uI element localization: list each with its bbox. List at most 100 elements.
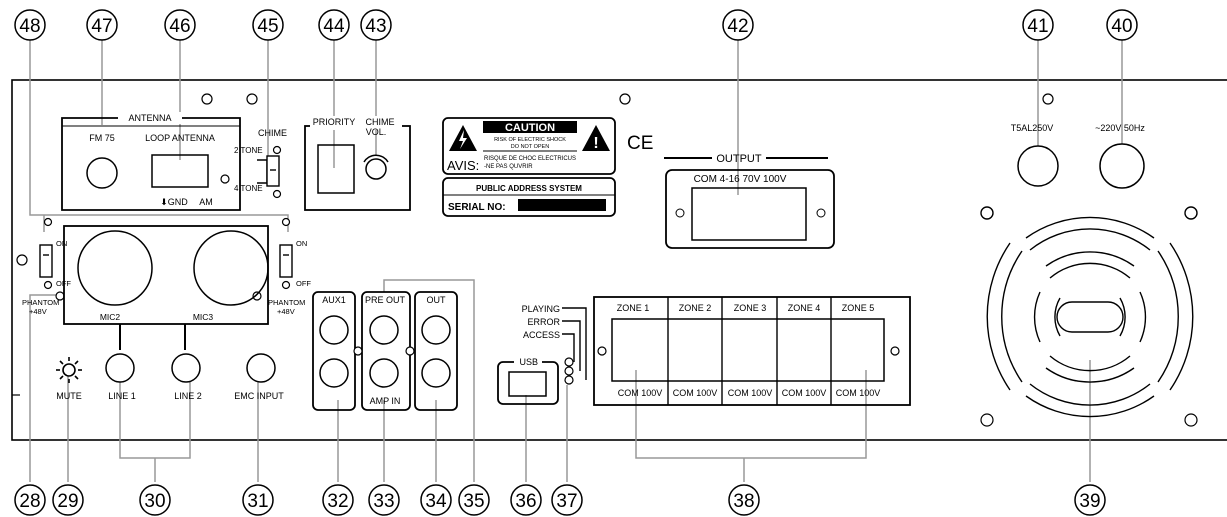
mic3-xlr-connector[interactable] (193, 230, 269, 306)
priority-switch[interactable] (317, 144, 355, 194)
on-label-right: ON (296, 239, 307, 248)
zone-5-label: ZONE 5 (842, 303, 875, 313)
fan-slot (1056, 301, 1124, 333)
callout-number: 34 (425, 491, 447, 512)
antenna-labels: ANTENNA FM 75 LOOP ANTENNA ⬇GND AM (89, 112, 215, 207)
zone-terminal-block[interactable] (611, 318, 885, 382)
pre-out-panel (361, 291, 411, 411)
led-ray (59, 360, 64, 365)
output-title: OUTPUT (716, 153, 762, 165)
fan-slot (986, 242, 1023, 391)
zone-section (593, 296, 911, 406)
line2-label: LINE 2 (174, 391, 202, 401)
pre-out-rca[interactable] (369, 315, 399, 345)
zone-labels: ZONE 1 ZONE 2 ZONE 3 ZONE 4 ZONE 5 COM 1… (617, 303, 881, 398)
zone-3-label: ZONE 3 (734, 303, 767, 313)
screw-hole-icon (220, 174, 230, 184)
phantom-switch-right[interactable] (279, 244, 293, 278)
phantom-switch-left[interactable] (39, 244, 53, 278)
screw-hole-icon (353, 346, 363, 356)
fuse-holder[interactable] (1017, 145, 1059, 187)
out-rca-top[interactable] (421, 315, 451, 345)
mic2-xlr-connector[interactable] (77, 230, 153, 306)
callout-number: 36 (515, 491, 536, 512)
off-label-right: OFF (296, 279, 311, 288)
zone-2-label: ZONE 2 (679, 303, 712, 313)
callout-circles (14, 9, 1138, 516)
line1-label: LINE 1 (108, 391, 136, 401)
access-led (564, 375, 574, 385)
callout-number: 43 (365, 16, 386, 37)
screw-hole-icon (281, 217, 291, 227)
screw-hole-icon (1184, 413, 1198, 427)
screw-hole-icon (43, 280, 53, 290)
rca-labels: AUX1 PRE OUT AMP IN OUT (322, 295, 446, 406)
power-inlet[interactable] (1099, 143, 1145, 189)
mute-led-icon (62, 363, 76, 377)
fan-grille (980, 206, 1198, 418)
callout-48 (14, 9, 46, 41)
callout-42 (722, 9, 754, 41)
zone-panel (593, 296, 911, 406)
leader-lines (29, 40, 1123, 482)
emc-input-jack[interactable] (246, 353, 276, 383)
warning-triangle-icon (582, 125, 610, 151)
lightning-icon (459, 130, 467, 149)
aux1-label: AUX1 (322, 295, 346, 305)
serial-label: SERIAL NO: (448, 202, 506, 213)
screw-hole-icon (619, 93, 631, 105)
chime-volume-knob[interactable] (365, 158, 387, 180)
screw-hole-icon (252, 291, 262, 301)
screw-hole-icon (272, 189, 282, 199)
out-rca-bottom[interactable] (421, 358, 451, 388)
line2-jack[interactable] (171, 353, 201, 383)
callout-number: 37 (556, 491, 577, 512)
amp-in-rca[interactable] (369, 358, 399, 388)
chime-vol-label-2: VOL. (366, 127, 387, 137)
mic3-label: MIC3 (193, 312, 214, 322)
callout-41 (1022, 9, 1054, 41)
callout-number: 46 (169, 16, 190, 37)
am-label: AM (199, 197, 213, 207)
screw-hole-icon (1042, 93, 1054, 105)
aux1-panel (312, 291, 356, 411)
loop-antenna-terminal[interactable] (151, 154, 209, 188)
playing-led (564, 357, 574, 367)
screw-hole-icon (816, 208, 826, 218)
output-terms: COM 4-16 70V 100V (694, 174, 787, 185)
zone-5-term: COM 100V (836, 388, 881, 398)
usb-port[interactable] (508, 371, 547, 397)
chime-vol-label-1: CHIME (366, 117, 395, 127)
mute-indicator (56, 357, 82, 383)
screw-holes (16, 93, 1198, 427)
aux1-rca-bottom[interactable] (319, 358, 349, 388)
callout-numbers: 48 47 46 45 44 43 42 41 40 28 29 30 31 3… (19, 16, 1132, 512)
phantom-v-label-left: +48V (29, 307, 47, 316)
chime-tone-switch[interactable] (266, 155, 280, 187)
leader-38 (635, 370, 867, 482)
callout-number: 44 (323, 16, 345, 37)
power-section (1017, 143, 1145, 189)
output-terminal-block[interactable] (691, 187, 807, 241)
gnd-label: ⬇GND (160, 197, 188, 207)
priority-label: PRIORITY (313, 117, 356, 127)
callout-number: 41 (1027, 16, 1048, 37)
fm75-connector[interactable] (86, 157, 118, 189)
power-labels: T5AL250V ~220V 50Hz (1011, 123, 1146, 133)
error-led (564, 366, 574, 376)
phantom-label-left: PHANTOM (22, 298, 59, 307)
aux1-rca-top[interactable] (319, 315, 349, 345)
usb-labels: USB PLAYING ERROR ACCESS (514, 304, 560, 367)
callout-number: 35 (463, 491, 484, 512)
zone-2-term: COM 100V (673, 388, 718, 398)
callout-31 (242, 484, 274, 516)
caution-line1: RISK OF ELECTRIC SHOCK (494, 137, 566, 143)
callout-29 (52, 484, 84, 516)
output-section (664, 157, 835, 249)
line1-jack[interactable] (105, 353, 135, 383)
screw-hole-icon (405, 346, 415, 356)
fan-slot (1054, 297, 1126, 337)
out-label: OUT (427, 295, 447, 305)
callout-37 (551, 484, 583, 516)
